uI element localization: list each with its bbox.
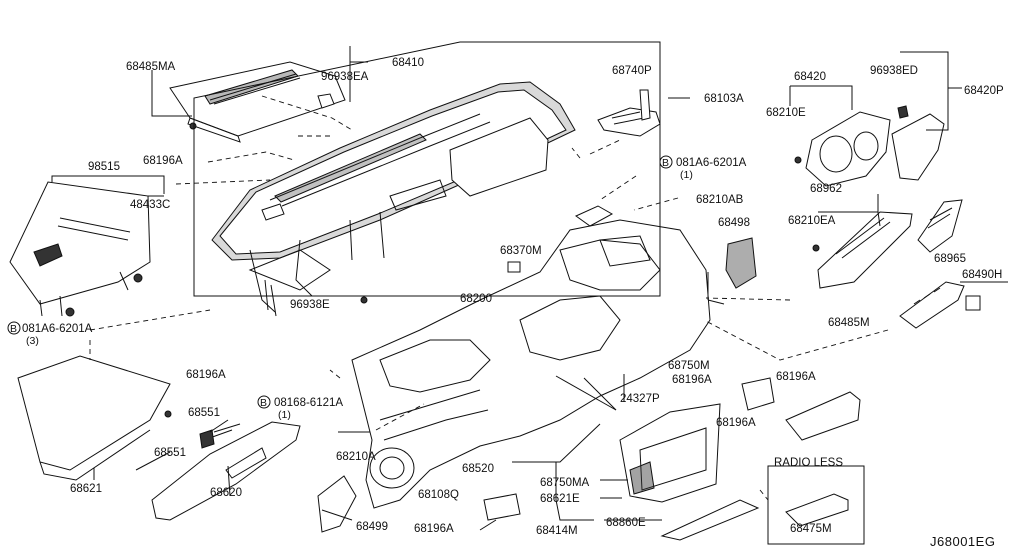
cluster-lid-drawing [794,105,945,187]
part-label-68210a: 68210A [336,451,376,463]
upper-dash-cover-drawing [169,61,346,143]
part-label-68551-b: 68551 [154,447,186,459]
part-label-081a6-6201a-b: 081A6-6201A [22,323,93,335]
part-label-24327p: 24327P [620,393,660,405]
airbag-module-drawing [9,181,151,317]
side-vent-drawing [597,89,661,137]
part-label-68196a-b: 68196A [186,369,226,381]
part-label-qty-1-a: (1) [680,169,693,181]
part-label-68965: 68965 [934,253,966,265]
bolt-letter-3: B [260,397,267,409]
part-label-68860e: 68860E [606,517,646,529]
part-label-68370m: 68370M [500,245,542,257]
part-label-68420p: 68420P [964,85,1004,97]
part-label-68210ab: 68210AB [696,194,744,206]
part-label-48433c: 48433C [130,199,170,211]
part-label-68108q: 68108Q [418,489,459,501]
part-label-08168-6121a: 08168-6121A [274,397,343,409]
part-label-68414m: 68414M [536,525,578,537]
part-label-68520: 68520 [462,463,494,475]
figure-code: J68001EG [930,534,995,549]
part-label-96938ed: 96938ED [870,65,918,77]
part-label-68962: 68962 [810,183,842,195]
glove-box-drawing [17,355,301,521]
part-label-qty-3: (3) [26,335,39,347]
part-label-68499: 68499 [356,521,388,533]
part-label-68196a-e: 68196A [716,417,756,429]
part-label-68210ea: 68210EA [788,215,836,227]
part-label-96938ea: 96938EA [321,71,369,83]
part-label-68621: 68621 [70,483,102,495]
center-bezel-drawing [317,377,865,545]
dash-frame-drawing [351,205,757,509]
part-label-68621e: 68621E [540,493,580,505]
part-label-96938e: 96938E [290,299,330,311]
part-label-68196a-c: 68196A [672,374,712,386]
part-label-68620: 68620 [210,487,242,499]
part-label-qty-1-b: (1) [278,409,291,421]
part-label-68490h: 68490H [962,269,1002,281]
bolt-letter-1: B [662,157,669,169]
part-label-68420: 68420 [794,71,826,83]
part-label-68750m: 68750M [668,360,710,372]
part-label-68485ma: 68485MA [126,61,176,73]
lower-cover-drawing [812,199,963,289]
part-label-68210e: 68210E [766,107,806,119]
part-label-68498: 68498 [718,217,750,229]
part-label-68196a-f: 68196A [414,523,454,535]
bolt-symbols [7,155,673,409]
part-label-68551-a: 68551 [188,407,220,419]
part-label-98515: 98515 [88,161,120,173]
part-label-68200: 68200 [460,293,492,305]
part-label-68485m: 68485M [828,317,870,329]
switch-panel-drawing [899,281,981,329]
part-label-68103a: 68103A [704,93,744,105]
part-label-68475m: 68475M [790,523,832,535]
bolt-letter-2: B [10,323,17,335]
leader-lines [51,41,1008,531]
part-label-081a6-6201a-a: 081A6-6201A [676,157,747,169]
radio-less-label: RADIO LESS [774,457,843,469]
part-label-68740p: 68740P [612,65,652,77]
part-label-68196a-d: 68196A [776,371,816,383]
part-label-68410: 68410 [392,57,424,69]
part-label-68750ma: 68750MA [540,477,590,489]
instrument-panel-upper-drawing [211,81,576,317]
part-label-68196a-a: 68196A [143,155,183,167]
